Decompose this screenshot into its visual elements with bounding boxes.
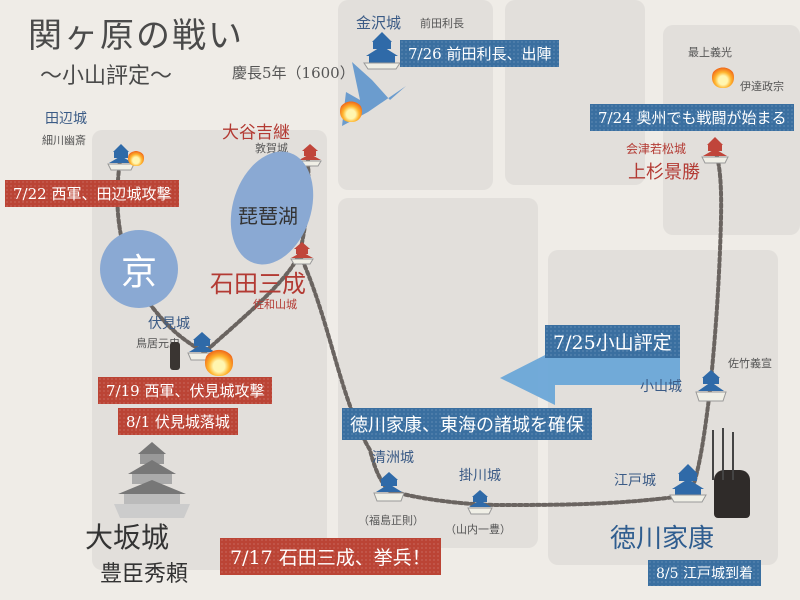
edo-castle-name: 江戸城 xyxy=(614,473,656,489)
region-north xyxy=(505,0,645,185)
banner-0726: 7/26 前田利長、出陣 xyxy=(400,40,560,67)
oyama-castle-name: 小山城 xyxy=(640,379,682,395)
ishida-castle: 佐和山城 xyxy=(253,298,297,311)
era-label: 慶長5年（1600） xyxy=(232,64,355,82)
aizu-castle-icon[interactable] xyxy=(700,135,730,165)
banner-0725: 7/25小山評定 xyxy=(545,325,680,358)
osaka-lord: 豊臣秀頼 xyxy=(100,562,189,587)
kiyosu-lord: （福島正則） xyxy=(358,514,424,527)
banner-0801: 8/1 伏見城落城 xyxy=(118,408,238,435)
kiyosu-castle-name: 清洲城 xyxy=(372,450,414,466)
osaka-castle-name: 大坂城 xyxy=(85,521,170,554)
spear-icon xyxy=(712,430,714,480)
edo-castle-icon[interactable] xyxy=(668,462,708,504)
tanabe-castle-icon[interactable] xyxy=(106,142,136,172)
kakegawa-castle-name: 掛川城 xyxy=(459,468,501,484)
tanabe-lord: 細川幽斎 xyxy=(42,134,86,147)
banner-0719: 7/19 西軍、伏見城攻撃 xyxy=(98,377,273,404)
kakegawa-lord: （山内一豊） xyxy=(445,523,511,536)
banner-0805: 8/5 江戸城到着 xyxy=(648,560,761,586)
satake-name: 佐竹義宣 xyxy=(728,357,772,370)
sawayama-castle-icon[interactable] xyxy=(289,240,315,266)
date-name: 伊達政宗 xyxy=(740,80,784,93)
banner-tokugawa: 徳川家康、東海の諸城を確保 xyxy=(342,408,592,440)
aizu-castle-name: 会津若松城 xyxy=(626,142,687,156)
spear-icon xyxy=(732,432,734,480)
fire-icon xyxy=(205,348,233,376)
fire-icon xyxy=(128,150,144,166)
otani-name: 大谷吉継 xyxy=(222,123,290,143)
fire-icon xyxy=(712,66,734,88)
fushimi-lord: 鳥居元忠 xyxy=(136,337,180,350)
kyoto-marker: 京 xyxy=(100,230,178,308)
uesugi-name: 上杉景勝 xyxy=(628,162,700,183)
banner-0717: 7/17 石田三成、挙兵！ xyxy=(220,538,441,575)
route-tokaido xyxy=(298,148,724,508)
soldier-icon xyxy=(170,342,180,370)
page-title: 関ヶ原の戦い xyxy=(28,16,244,56)
banner-0724: 7/24 奥州でも戦闘が始まる xyxy=(590,104,795,131)
tanabe-castle-name: 田辺城 xyxy=(45,111,87,127)
page-subtitle: 〜小山評定〜 xyxy=(40,64,173,89)
ishida-name: 石田三成 xyxy=(210,270,306,298)
kanazawa-lord: 前田利長 xyxy=(420,17,464,30)
banner-0722: 7/22 西軍、田辺城攻撃 xyxy=(5,180,180,207)
tokugawa-name: 徳川家康 xyxy=(610,524,715,554)
mogami-name: 最上義光 xyxy=(688,46,732,59)
kakegawa-castle-icon[interactable] xyxy=(466,488,494,516)
osaka-castle-icon[interactable] xyxy=(110,440,194,520)
oyama-castle-icon[interactable] xyxy=(694,368,728,404)
fire-icon xyxy=(340,100,362,122)
kiyosu-castle-icon[interactable] xyxy=(372,470,406,504)
fushimi-castle-name: 伏見城 xyxy=(148,316,190,332)
lake-biwa-label: 琵琶湖 xyxy=(238,204,298,228)
kanazawa-castle-name: 金沢城 xyxy=(356,14,402,32)
spear-icon xyxy=(722,428,724,480)
region-chubu xyxy=(338,198,538,548)
kanazawa-castle-icon[interactable] xyxy=(362,30,402,70)
